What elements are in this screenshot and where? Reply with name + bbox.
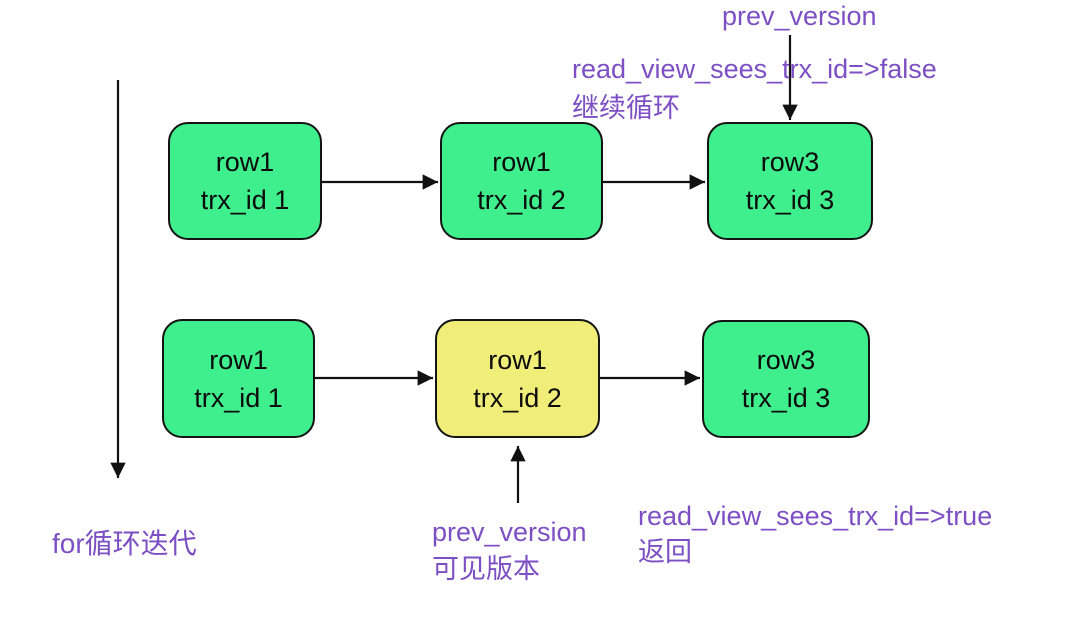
node-bottom-row1-trx2-visible: row1 trx_id 2 xyxy=(435,319,600,438)
node-line2: trx_id 2 xyxy=(473,382,562,413)
label-text: for循环迭代 xyxy=(52,528,197,559)
label-read-view-sees-true: read_view_sees_trx_id=>true 返回 xyxy=(638,498,992,570)
label-read-view-true-line1: read_view_sees_trx_id=>true xyxy=(638,501,993,531)
node-line2: trx_id 2 xyxy=(477,185,566,215)
node-line2: trx_id 3 xyxy=(745,185,835,215)
label-for-loop-iteration: for循环迭代 xyxy=(52,525,197,563)
node-line1: row3 xyxy=(760,147,820,177)
node-bottom-row1-trx1: row1 trx_id 1 xyxy=(162,319,315,438)
node-top-row1-trx2: row1 trx_id 2 xyxy=(440,122,603,240)
node-line1: row1 xyxy=(209,344,268,375)
node-line2: trx_id 1 xyxy=(194,382,283,413)
node-top-row1-trx1: row1 trx_id 1 xyxy=(168,122,322,240)
node-top-row3-trx3: row3 trx_id 3 xyxy=(707,122,873,240)
node-line1: row1 xyxy=(215,147,275,177)
node-bottom-row3-trx3: row3 trx_id 3 xyxy=(702,320,870,438)
label-read-view-sees-false: read_view_sees_trx_id=>false 继续循环 xyxy=(572,50,937,128)
label-visible-version: 可见版本 xyxy=(432,554,540,584)
label-continue-loop: 继续循环 xyxy=(572,93,680,123)
label-return: 返回 xyxy=(638,537,692,567)
label-text: prev_version xyxy=(722,1,877,31)
node-line1: row1 xyxy=(488,344,547,375)
label-prev-version-top: prev_version xyxy=(722,0,877,35)
label-prev-version-bottom: prev_version xyxy=(432,517,587,547)
label-read-view-false-line1: read_view_sees_trx_id=>false xyxy=(572,54,937,84)
node-line2: trx_id 3 xyxy=(741,383,831,413)
node-line2: trx_id 1 xyxy=(200,185,290,215)
label-prev-version-visible: prev_version 可见版本 xyxy=(432,514,587,588)
node-line1: row3 xyxy=(756,345,816,375)
node-line1: row1 xyxy=(492,147,551,177)
